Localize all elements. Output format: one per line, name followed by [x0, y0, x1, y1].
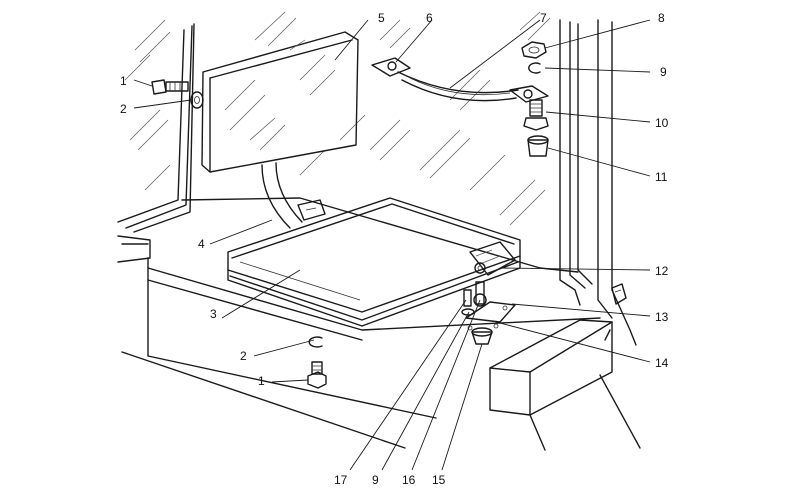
label-6: 6 — [426, 11, 433, 25]
label-17: 17 — [334, 473, 348, 487]
bolt-1-bottom — [307, 361, 327, 389]
buffer-11 — [527, 135, 549, 157]
label-1-bottom: 1 — [258, 374, 265, 388]
hinge-mechanism — [461, 241, 516, 345]
label-8: 8 — [658, 11, 665, 25]
handle-assembly — [371, 57, 549, 103]
label-2-bottom: 2 — [240, 349, 247, 363]
label-14: 14 — [655, 356, 669, 370]
backrest-support-strap — [261, 162, 326, 229]
label-7: 7 — [540, 11, 547, 25]
nut-8 — [521, 41, 547, 59]
label-10: 10 — [655, 116, 669, 130]
bolt-10 — [523, 99, 549, 131]
callout-labels: 1 2 3 4 5 6 7 8 9 10 11 12 13 14 2 1 17 … — [120, 11, 669, 487]
label-1-top: 1 — [120, 74, 127, 88]
label-9-bottom: 9 — [372, 473, 379, 487]
window-glass-hatching — [124, 11, 551, 226]
label-5: 5 — [378, 11, 385, 25]
label-3: 3 — [210, 307, 217, 321]
label-16: 16 — [402, 473, 416, 487]
leader-lines — [133, 19, 651, 471]
washer-9-top — [528, 62, 541, 74]
cab-rear-wall — [117, 19, 637, 346]
label-12: 12 — [655, 264, 669, 278]
bolt-1-top — [151, 79, 189, 95]
seat-base — [121, 257, 641, 451]
label-2-top: 2 — [120, 102, 127, 116]
washer-2-bottom — [308, 336, 323, 348]
label-11: 11 — [655, 170, 668, 184]
label-13: 13 — [655, 310, 669, 324]
label-4: 4 — [198, 237, 205, 251]
seat-cushion — [227, 197, 521, 327]
label-9-right: 9 — [660, 65, 667, 79]
backrest — [201, 31, 359, 173]
label-15: 15 — [432, 473, 446, 487]
